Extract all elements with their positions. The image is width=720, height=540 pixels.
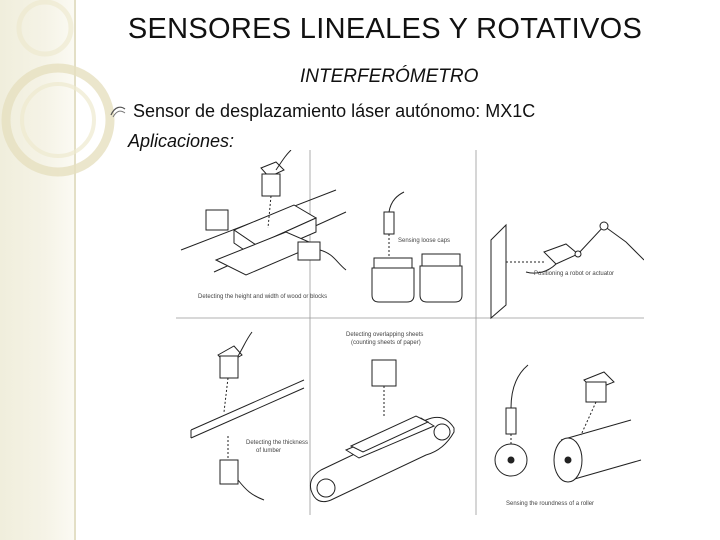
applications-figure: Detecting the height and width of wood o… [176,150,644,518]
caption-thickness-2: of lumber [256,448,281,454]
caption-height-width: Detecting the height and width of wood o… [198,294,327,300]
caption-roller: Sensing the roundness of a roller [506,501,594,507]
panel-robot [490,221,644,320]
caption-loose-caps: Sensing loose caps [398,238,450,244]
bullet-text: Sensor de desplazamiento láser autónomo:… [133,101,536,121]
applications-label: Aplicaciones: [128,131,235,151]
decorative-rings [1,0,115,177]
panel-overlap [310,359,455,503]
panel-height-width [180,150,347,276]
caption-robot: Positioning a robot or actuator [534,271,614,277]
caption-overlap: Detecting overlapping sheets [346,332,423,338]
panel-loose-caps [371,191,463,303]
panel-roller [494,364,642,483]
slide-title: SENSORES LINEALES Y ROTATIVOS [127,13,643,45]
caption-overlap-2: (counting sheets of paper) [351,340,421,346]
band-divider [74,0,76,540]
bullet-item: Sensor de desplazamiento láser autónomo:… [110,101,536,122]
bullet-icon [110,106,126,118]
caption-thickness: Detecting the thickness [246,440,308,446]
panel-thickness [190,331,305,501]
slide-subtitle: INTERFERÓMETRO [300,66,479,87]
